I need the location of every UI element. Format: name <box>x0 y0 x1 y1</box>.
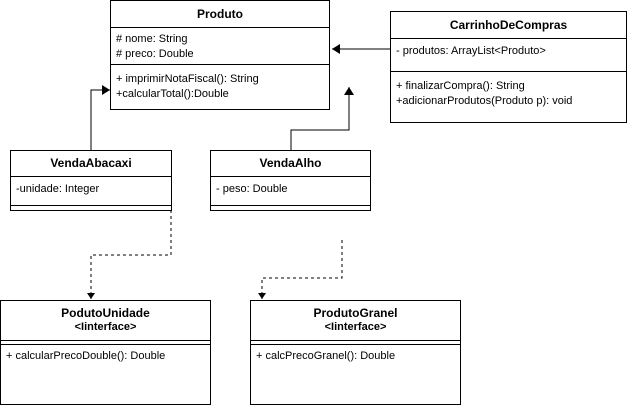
class-vendaalho-methods <box>211 205 370 210</box>
relation-vendaabacaxi-podutounidade <box>87 210 172 299</box>
stereotype: <Iinterface> <box>324 321 387 333</box>
method: + imprimirNotaFiscal(): String <box>116 73 259 85</box>
class-vendaabacaxi-title: VendaAbacaxi <box>50 156 132 170</box>
method: +calcularTotal():Double <box>116 88 229 100</box>
class-vendaalho-attributes: - peso: Double <box>211 176 370 205</box>
class-produto[interactable]: Produto # nome: String # preco: Double +… <box>110 0 330 110</box>
class-produtogranel-title: ProdutoGranel <Iinterface> <box>251 301 460 340</box>
class-podutounidade-title: PodutoUnidade <Iinterface> <box>1 301 210 340</box>
class-name: ProdutoGranel <box>313 306 398 320</box>
class-produtogranel-methods: + calcPrecoGranel(): Double <box>251 344 460 366</box>
class-carrinho-title: CarrinhoDeCompras <box>449 18 568 32</box>
attribute: # preco: Double <box>116 48 194 60</box>
class-carrinho-methods: + finalizarCompra(): String +adicionarPr… <box>391 71 626 111</box>
stereotype: <Iinterface> <box>74 321 137 333</box>
class-carrinho-attributes: - produtos: ArrayList<Produto> <box>391 38 626 71</box>
class-carrinho-de-compras[interactable]: CarrinhoDeCompras - produtos: ArrayList<… <box>390 11 627 123</box>
method: + calcPrecoGranel(): Double <box>256 350 396 362</box>
method: + calcularPrecoDouble(): Double <box>6 350 166 362</box>
class-produto-title: Produto <box>197 7 243 21</box>
class-produto-methods: + imprimirNotaFiscal(): String +calcular… <box>111 64 329 104</box>
class-vendaabacaxi-methods <box>11 205 171 210</box>
attribute: # nome: String <box>116 33 188 45</box>
class-produto-attributes: # nome: String # preco: Double <box>111 27 329 64</box>
method: +adicionarProdutos(Produto p): void <box>396 95 573 107</box>
attribute: -unidade: Integer <box>16 183 100 195</box>
attribute: - produtos: ArrayList<Produto> <box>396 45 546 57</box>
method: + finalizarCompra(): String <box>396 80 525 92</box>
class-podutounidade-methods: + calcularPrecoDouble(): Double <box>1 344 210 366</box>
class-podutounidade-separator <box>1 340 210 344</box>
attribute: - peso: Double <box>216 183 288 195</box>
relation-vendaalho-produto <box>290 87 354 150</box>
class-venda-abacaxi[interactable]: VendaAbacaxi -unidade: Integer <box>10 150 172 211</box>
relation-vendaalho-produtogranel <box>258 240 343 299</box>
class-name: PodutoUnidade <box>61 306 150 320</box>
class-produto-granel[interactable]: ProdutoGranel <Iinterface> + calcPrecoGr… <box>250 300 461 405</box>
class-vendaabacaxi-attributes: -unidade: Integer <box>11 176 171 205</box>
class-vendaalho-title: VendaAlho <box>259 156 322 170</box>
class-venda-alho[interactable]: VendaAlho - peso: Double <box>210 150 371 211</box>
relation-vendaabacaxi-produto <box>90 85 110 150</box>
class-poduto-unidade[interactable]: PodutoUnidade <Iinterface> + calcularPre… <box>0 300 211 405</box>
class-produtogranel-separator <box>251 340 460 344</box>
